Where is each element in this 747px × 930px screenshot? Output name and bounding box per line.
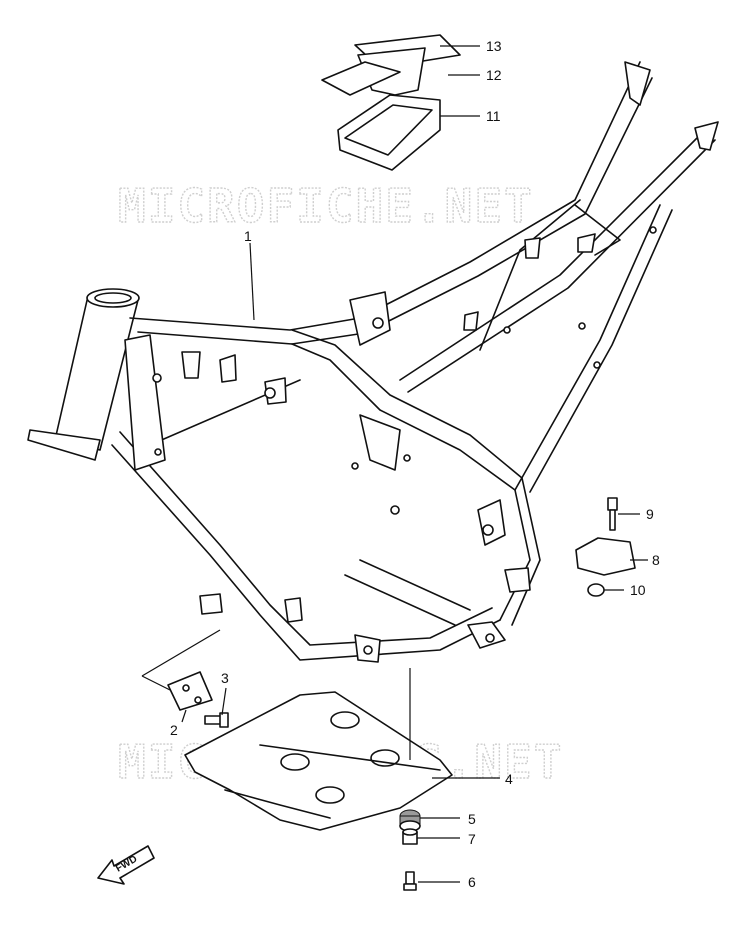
tray-box [337, 94, 441, 171]
main-frame [27, 61, 719, 663]
callout-6: 6 [468, 874, 476, 890]
callout-3: 3 [221, 670, 229, 686]
battery-tray-group [321, 34, 461, 171]
bracket-and-bolt [167, 671, 229, 728]
callout-13: 13 [486, 38, 502, 54]
callout-8: 8 [652, 552, 660, 568]
callout-12: 12 [486, 67, 502, 83]
hardware-parts [399, 497, 636, 891]
fwd-arrow-icon: FWD [97, 845, 155, 885]
callout-10: 10 [630, 582, 646, 598]
callout-labels: 1 2 3 4 5 6 7 8 9 10 11 12 13 [170, 38, 660, 890]
callout-7: 7 [468, 831, 476, 847]
callout-9: 9 [646, 506, 654, 522]
callout-2: 2 [170, 722, 178, 738]
callout-1: 1 [244, 228, 252, 244]
skid-plate [184, 691, 453, 831]
bracket [167, 671, 213, 711]
callout-5: 5 [468, 811, 476, 827]
watermark-top: MICROFICHE.NET [118, 179, 534, 233]
leader-lines [141, 45, 648, 883]
callout-4: 4 [505, 771, 513, 787]
callout-11: 11 [486, 108, 501, 124]
